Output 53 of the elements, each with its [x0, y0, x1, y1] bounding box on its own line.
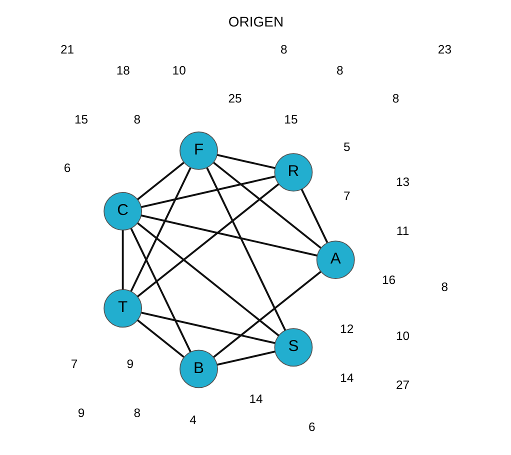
connector	[300, 188, 328, 243]
label: 18	[116, 63, 130, 78]
connector	[212, 270, 321, 358]
node-circle: T	[103, 289, 142, 328]
label: 21	[60, 42, 74, 56]
connector	[140, 214, 317, 257]
node-circle: S	[274, 328, 312, 367]
connector	[216, 350, 275, 366]
connector	[136, 183, 279, 298]
label: 14	[248, 392, 262, 406]
label: 8	[392, 91, 399, 106]
label: 11	[396, 224, 409, 238]
label: 7	[70, 356, 78, 371]
label: 5	[342, 140, 350, 154]
label: 6	[63, 161, 70, 176]
label: 25	[228, 91, 242, 106]
label: 15	[74, 112, 88, 126]
label: 6	[308, 420, 315, 434]
label: 15	[284, 112, 298, 126]
label: 8	[280, 42, 287, 56]
connector	[140, 176, 275, 208]
connector	[136, 162, 184, 200]
label: 4	[189, 412, 196, 427]
connector	[140, 312, 275, 344]
label: 23	[437, 42, 452, 56]
node-circle: C	[103, 192, 142, 230]
label: 8	[133, 406, 140, 420]
connector	[212, 162, 321, 249]
label: 8	[133, 112, 140, 126]
connector	[136, 319, 184, 358]
label: 13	[395, 175, 410, 190]
connector	[130, 167, 191, 292]
label: 10	[172, 63, 186, 78]
node-circle: R	[274, 153, 312, 192]
connector	[136, 222, 279, 336]
connector	[216, 154, 275, 170]
label: 10	[395, 328, 410, 343]
label: 9	[126, 356, 134, 371]
node-circle: B	[179, 350, 218, 388]
node-circle: F	[179, 131, 218, 170]
label: 8	[336, 63, 343, 78]
label: 8	[440, 280, 448, 294]
label: 12	[340, 322, 354, 336]
label: 27	[395, 378, 410, 392]
label: 9	[77, 406, 84, 420]
label: 16	[382, 273, 396, 288]
label: 14	[340, 370, 354, 385]
connector	[121, 230, 124, 290]
diagram-title: ORIGEN	[228, 13, 284, 30]
connector	[206, 167, 286, 331]
label: 7	[342, 189, 350, 204]
node-circle: A	[316, 240, 354, 280]
connector	[130, 228, 191, 352]
